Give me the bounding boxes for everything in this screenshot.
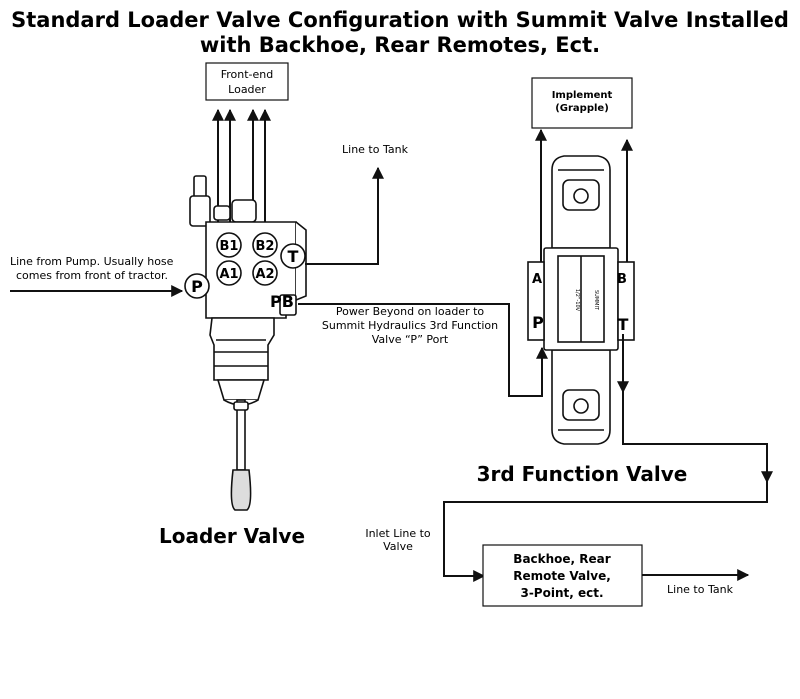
backhoe-box: Backhoe, Rear Remote Valve, 3-Point, ect… (482, 544, 643, 607)
port-b1-label: B1 (220, 239, 239, 254)
backhoe-label-2: Remote Valve, (513, 569, 611, 583)
power-beyond-label-1: Power Beyond on loader to (336, 305, 485, 318)
title-line-2: with Backhoe, Rear Remotes, Ect. (200, 33, 600, 57)
line-to-tank-top-label: Line to Tank (342, 143, 409, 156)
implement-label-1: Implement (552, 90, 613, 101)
third-function-valve-label: 3rd Function Valve (477, 462, 688, 486)
implement-box: Implement (Grapple) (531, 77, 633, 129)
third-function-valve-body (527, 155, 635, 445)
backhoe-label-1: Backhoe, Rear (513, 552, 610, 566)
backhoe-label-3: 3-Point, ect. (520, 586, 603, 600)
power-beyond-label-2: Summit Hydraulics 3rd Function (322, 319, 498, 332)
front-end-loader-label-1: Front-end (221, 68, 274, 81)
port-a1-label: A1 (219, 267, 238, 282)
port-b2-label: B2 (256, 239, 275, 254)
line-to-tank-top (305, 166, 384, 265)
valve-brand-text: SUMMIT (593, 290, 599, 311)
loader-valve-body (184, 175, 307, 511)
inlet-line-label-1: Inlet Line to (365, 527, 431, 540)
loader-valve-label: Loader Valve (159, 524, 305, 548)
title-line-1: Standard Loader Valve Configuration with… (11, 8, 789, 32)
port-t-label: T (288, 247, 299, 266)
port-a2-label: A2 (255, 267, 274, 282)
front-end-loader-box: Front-end Loader (205, 62, 289, 101)
front-end-loader-label-2: Loader (228, 83, 266, 96)
power-beyond-label-3: Valve “P” Port (372, 333, 449, 346)
port-pb-label: PB (270, 292, 294, 311)
valve-model-text: 1/2”-10V (574, 289, 580, 312)
line-from-pump-label-1: Line from Pump. Usually hose (10, 255, 174, 268)
summit-port-p-label: P (532, 313, 544, 332)
implement-hose-lines (535, 128, 633, 262)
line-from-pump-label-2: comes from front of tractor. (16, 269, 168, 282)
port-p-label: P (191, 277, 203, 296)
summit-port-b-label: B (617, 272, 627, 287)
power-beyond-line (298, 303, 548, 397)
implement-label-2: (Grapple) (555, 103, 609, 114)
summit-port-a-label: A (532, 272, 542, 287)
third-function-to-backhoe-line (443, 334, 773, 582)
summit-port-t-label: T (618, 315, 629, 334)
inlet-line-label-2: Valve (383, 540, 413, 553)
line-to-tank-bottom-label: Line to Tank (667, 583, 734, 596)
